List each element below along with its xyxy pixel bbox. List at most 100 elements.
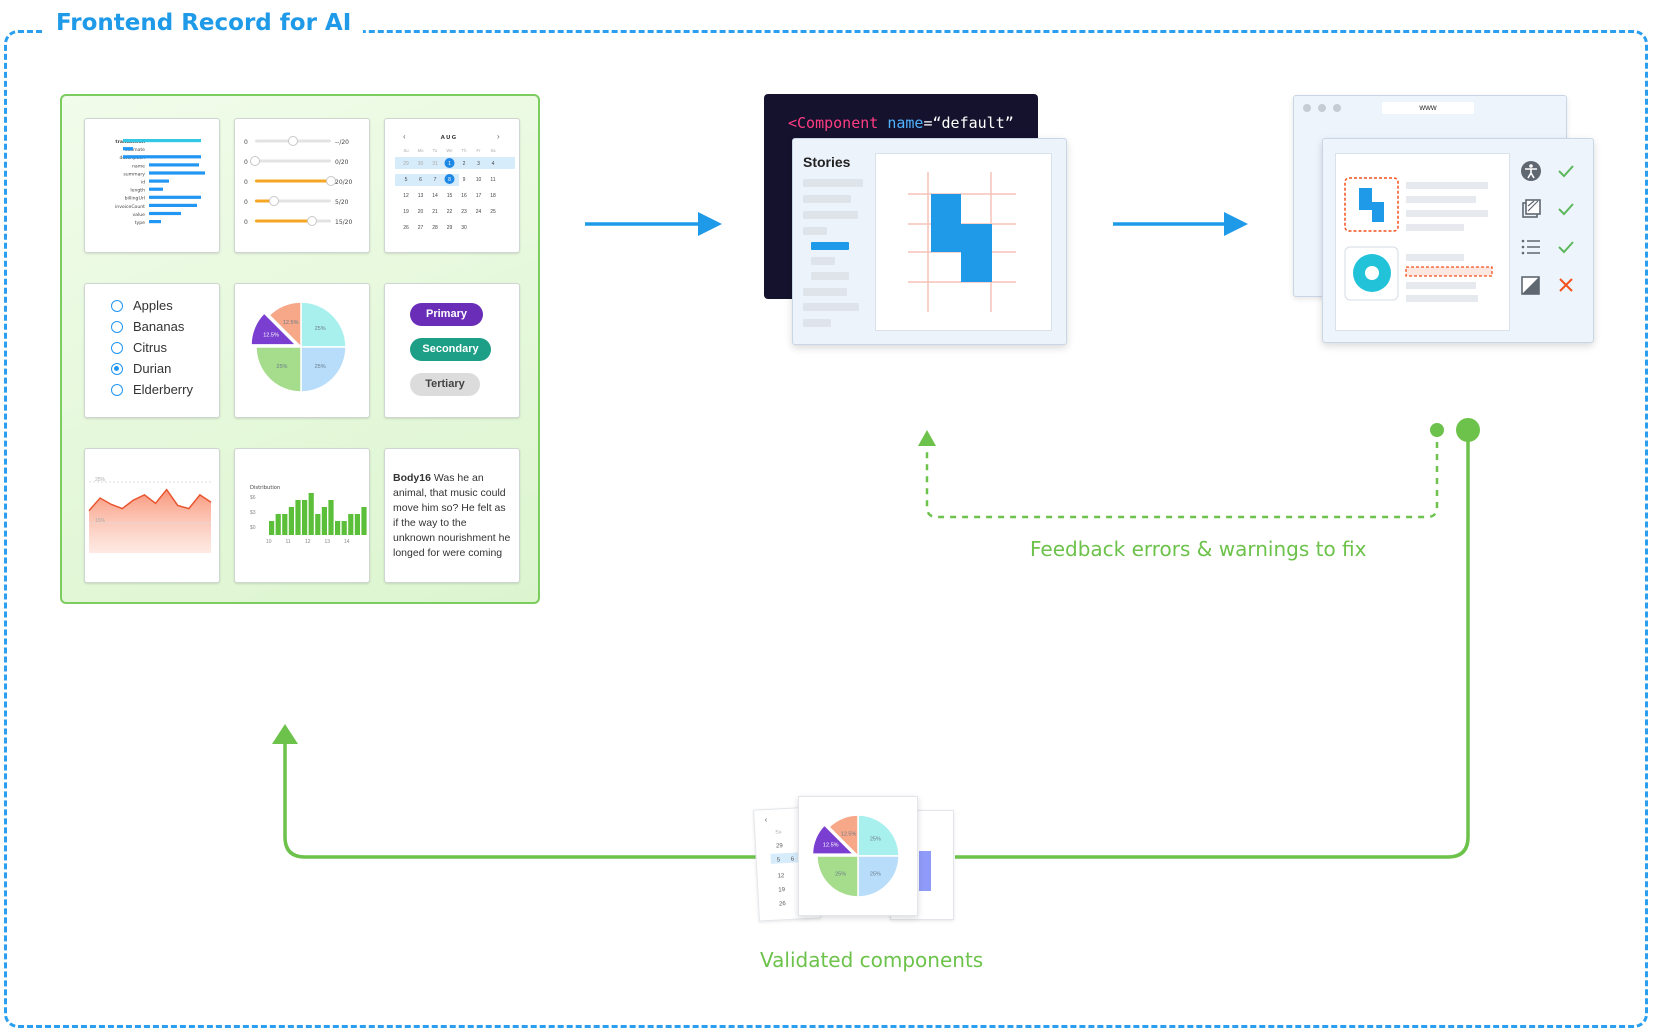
code-attr: name [887, 114, 924, 132]
frame-title: Frontend Record for AI [44, 10, 364, 36]
calendar-day[interactable]: 20 [418, 209, 424, 215]
calendar-day[interactable]: 31 [432, 161, 438, 167]
calendar-day[interactable]: 6 [419, 177, 422, 183]
radio-button[interactable] [111, 299, 123, 312]
story-item-active[interactable] [811, 242, 849, 250]
story-item [803, 211, 858, 219]
bar-list-label: value [132, 212, 145, 218]
pie-chart: 25%25%25%12.5%12.5% [250, 301, 347, 393]
check-icon [1558, 241, 1574, 254]
bar-list-label: billingUrl [125, 196, 145, 202]
calendar-day[interactable]: 13 [418, 193, 424, 199]
calendar-day[interactable]: 24 [476, 209, 482, 215]
calendar-day[interactable]: 26 [403, 225, 409, 231]
slider-thumb[interactable] [307, 216, 317, 226]
calendar-day[interactable]: 19 [403, 209, 409, 215]
calendar-day[interactable]: 14 [432, 193, 438, 199]
flow-arrowhead-1 [698, 212, 722, 236]
url-bar[interactable]: www [1382, 102, 1474, 114]
calendar-day[interactable]: 11 [490, 177, 495, 183]
pie-label: 25% [870, 871, 881, 877]
bar-x-label: 11 [286, 539, 291, 545]
calendar-day[interactable]: 23 [461, 209, 467, 215]
next-month-icon[interactable]: › [497, 132, 500, 141]
svg-text:5: 5 [777, 857, 781, 863]
calendar-day[interactable]: 27 [418, 225, 424, 231]
validated-start-dot [1456, 418, 1480, 442]
bar-x-label: 10 [266, 539, 272, 545]
bar-list-bar [123, 139, 201, 143]
check-icon [1558, 165, 1574, 178]
bar-chart-bar [275, 514, 281, 535]
calendar-day[interactable]: 8 [448, 177, 451, 183]
radio-button[interactable] [111, 341, 123, 354]
feedback-start-dot [1430, 423, 1444, 437]
slider-min-label: 0 [244, 179, 248, 186]
prev-month-icon[interactable]: ‹ [403, 132, 406, 141]
slider-thumb[interactable] [288, 136, 298, 146]
slider-value: --/20 [335, 139, 349, 146]
bar-list-bar [123, 147, 133, 151]
area-chart: 25%15% [88, 477, 212, 553]
validated-loop-left [283, 740, 770, 859]
calendar-day[interactable]: 25 [490, 209, 496, 215]
radio-option[interactable]: Apples [111, 298, 173, 313]
calendar-day[interactable]: 15 [447, 193, 453, 199]
calendar-day[interactable]: 16 [461, 193, 467, 199]
story-item [811, 257, 835, 265]
calendar-day[interactable]: 29 [403, 161, 409, 167]
pie-slice [857, 855, 900, 898]
bar-chart-bar [348, 514, 354, 535]
radio-label: Bananas [133, 319, 185, 334]
calendar-day[interactable]: 22 [447, 209, 453, 215]
slider-thumb[interactable] [269, 196, 279, 206]
body-text-card: Body16 Was he an animal, that music coul… [384, 448, 520, 583]
calendar-weekday: We [446, 148, 453, 153]
calendar-day[interactable]: 12 [403, 193, 409, 199]
calendar-day[interactable]: 28 [432, 225, 438, 231]
bar-x-label: 14 [344, 539, 350, 545]
slider-track [255, 159, 331, 163]
radio-button[interactable] [111, 383, 123, 396]
calendar-day[interactable]: 5 [405, 177, 408, 183]
radio-option[interactable]: Durian [111, 361, 171, 376]
accessibility-icon [1521, 161, 1541, 181]
bar-list-bar [149, 187, 163, 191]
calendar-day[interactable]: 10 [476, 177, 482, 183]
calendar-day[interactable]: 30 [461, 225, 467, 231]
radio-option[interactable]: Citrus [111, 340, 167, 355]
calendar-day[interactable]: 2 [463, 161, 466, 167]
calendar-day[interactable]: 7 [434, 177, 437, 183]
calendar-day[interactable]: 21 [432, 209, 438, 215]
error-x-icon [1559, 278, 1573, 292]
calendar-day[interactable]: 17 [476, 193, 482, 199]
area-chart-card: 25%15% [84, 448, 220, 583]
bar-list-label: estimate [125, 147, 145, 153]
browser-window-front [1322, 138, 1594, 343]
body-text-content: Was he an animal, that music could move … [393, 472, 511, 559]
calendar-day[interactable]: 30 [418, 161, 424, 167]
tertiary-button[interactable]: Tertiary [410, 373, 480, 396]
radio-button[interactable] [111, 320, 123, 333]
calendar-day[interactable]: 18 [490, 193, 496, 199]
primary-button[interactable]: Primary [410, 303, 483, 326]
calendar-day[interactable]: 29 [447, 225, 453, 231]
radio-option[interactable]: Elderberry [111, 382, 193, 397]
radio-label: Elderberry [133, 382, 193, 397]
secondary-button[interactable]: Secondary [410, 338, 491, 361]
slider-thumb[interactable] [326, 176, 336, 186]
calendar-day[interactable]: 4 [492, 161, 495, 167]
calendar-weekday: Sa [490, 148, 496, 153]
calendar-day[interactable]: 1 [448, 161, 451, 167]
slider-thumb[interactable] [250, 156, 260, 166]
radio-option[interactable]: Bananas [111, 319, 184, 334]
calendar-day[interactable]: 9 [463, 177, 466, 183]
body-text: Body16 Was he an animal, that music coul… [393, 471, 511, 561]
flow-arrowhead-2 [1224, 212, 1248, 236]
radio-button[interactable] [111, 362, 123, 375]
calendar-day[interactable]: 3 [477, 161, 480, 167]
